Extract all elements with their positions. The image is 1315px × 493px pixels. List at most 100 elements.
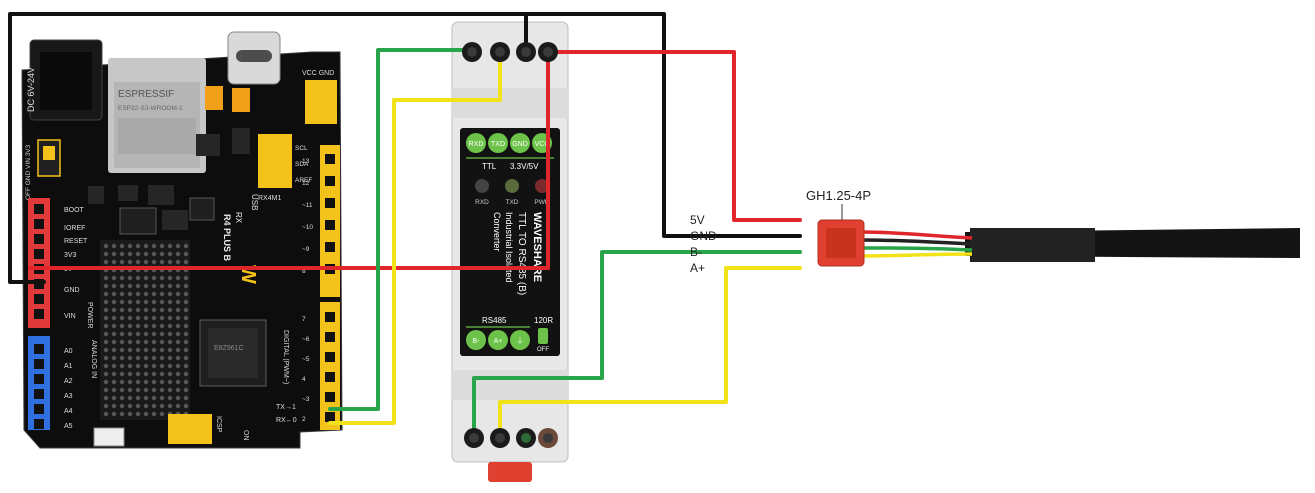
board-model-line1: RX — [234, 212, 243, 224]
chip — [118, 185, 138, 201]
120r-label: 120R — [534, 316, 553, 325]
header-pin — [34, 404, 44, 414]
analog-pin-label: A4 — [64, 408, 73, 415]
on-label: ON — [242, 430, 249, 441]
board-model-line2: R4 PLUS B — [222, 214, 232, 262]
rs485-label: RS485 — [482, 316, 507, 325]
3v3-label: 3V3 — [64, 252, 77, 259]
header-pin — [325, 176, 335, 186]
vcc-gnd-label: VCC GND — [302, 70, 334, 77]
header-pin — [34, 374, 44, 384]
terminal-label: GND — [512, 141, 528, 148]
header-pin — [325, 242, 335, 252]
header-pin — [34, 249, 44, 259]
terminal-label: VCC — [535, 141, 550, 148]
wire-rx-green — [328, 48, 474, 411]
ttl-label: TTL — [482, 162, 497, 171]
header-pin — [34, 294, 44, 304]
power-jack-label: DC 6V-24V — [26, 67, 36, 112]
power-header — [28, 198, 50, 328]
rx-pin-label: RX←0 — [276, 417, 297, 424]
status-led — [535, 179, 549, 193]
terminal-label-badge — [488, 330, 508, 350]
esp-brand: ESPRESSIF — [118, 89, 174, 100]
terminal-label: TXD — [491, 141, 505, 148]
rx4m1-label: RX4M1 — [258, 195, 281, 202]
i2c-header — [258, 134, 292, 188]
terminal-label-badge — [466, 330, 486, 350]
analog-pin-label: A1 — [64, 363, 73, 370]
header-pin — [325, 312, 335, 322]
header-pin — [325, 220, 335, 230]
chip — [162, 210, 188, 230]
main-mcu: E8Z961C — [199, 319, 267, 387]
mcu-marking: E8Z961C — [214, 345, 244, 352]
header-pin — [325, 392, 335, 402]
icsp-label: ICSP — [215, 416, 222, 433]
digital-pin-label: 7 — [302, 316, 306, 323]
esp-model: ESP32-S3-WROOM-1 — [118, 105, 183, 112]
header-pin — [34, 389, 44, 399]
status-led — [475, 179, 489, 193]
vcc-gnd-header — [305, 80, 337, 124]
connector-label: GH1.25-4P — [806, 188, 871, 203]
vin-label: VIN — [64, 313, 76, 320]
termination-switch — [538, 328, 548, 344]
digital-pin-label: 4 — [302, 376, 306, 383]
reset-label: RESET — [64, 238, 88, 245]
chip — [232, 128, 250, 154]
controller-board: DC 6V-24V ESPRESSIF ESP32-S3-WROOM-1 OFF… — [21, 31, 343, 449]
terminal-label-badge — [510, 133, 530, 153]
din-clip — [488, 462, 532, 482]
header-pin — [34, 344, 44, 354]
wire-tx-yellow — [328, 50, 502, 425]
digital-pin-label: 12 — [302, 180, 310, 187]
module-name-line1: TTL TO RS485 (B) — [516, 212, 527, 295]
digital-pin-label: 13 — [302, 158, 310, 165]
sensor-pin-label: B- — [690, 245, 702, 259]
analog-pin-label: A2 — [64, 378, 73, 385]
chip — [196, 134, 220, 156]
header-pin — [325, 412, 335, 422]
status-led — [505, 179, 519, 193]
header-pin — [34, 219, 44, 229]
sensor-pin-label: GND — [690, 229, 717, 243]
sda-label: SDA — [295, 161, 309, 168]
led-label: RXD — [475, 199, 489, 206]
wire-5v-red — [28, 50, 802, 270]
digital-pin-label: ~10 — [302, 224, 313, 231]
chip — [119, 207, 157, 235]
header-pin — [34, 419, 44, 429]
digital-pin-label: 2 — [302, 416, 306, 423]
header-pin — [325, 154, 335, 164]
component — [232, 88, 250, 112]
header-pin — [34, 204, 44, 214]
digital-pin-label: ~5 — [302, 356, 310, 363]
analog-pin-label: A5 — [64, 423, 73, 430]
aref-label: AREF — [295, 177, 312, 184]
header-pin — [34, 309, 44, 319]
esp32-module: ESPRESSIF ESP32-S3-WROOM-1 — [108, 58, 206, 173]
chip — [189, 197, 215, 221]
icsp-header — [168, 414, 212, 444]
header-pin — [34, 359, 44, 369]
wires — [8, 12, 802, 440]
wire-gnd-black — [8, 12, 802, 284]
off-label: OFF — [537, 347, 549, 353]
digital-pin-label: ~11 — [302, 202, 313, 209]
component — [205, 86, 223, 110]
wire-a-plus-yellow — [498, 266, 802, 440]
terminal-label: ⏚ — [517, 337, 524, 345]
terminal-label: RXD — [469, 141, 484, 148]
gnd-label: GND — [64, 287, 80, 294]
header-pin — [325, 332, 335, 342]
terminal-label-badge — [488, 133, 508, 153]
led-label: TXD — [506, 199, 519, 206]
module-brand: WAVESHARE — [531, 212, 543, 282]
ioref-label: IOREF — [64, 225, 85, 232]
sh-connector — [93, 427, 125, 447]
terminal-label-badge — [510, 330, 530, 350]
led-label: PWR — [534, 199, 549, 206]
sensor-cable: GH1.25-4P — [806, 188, 1300, 267]
